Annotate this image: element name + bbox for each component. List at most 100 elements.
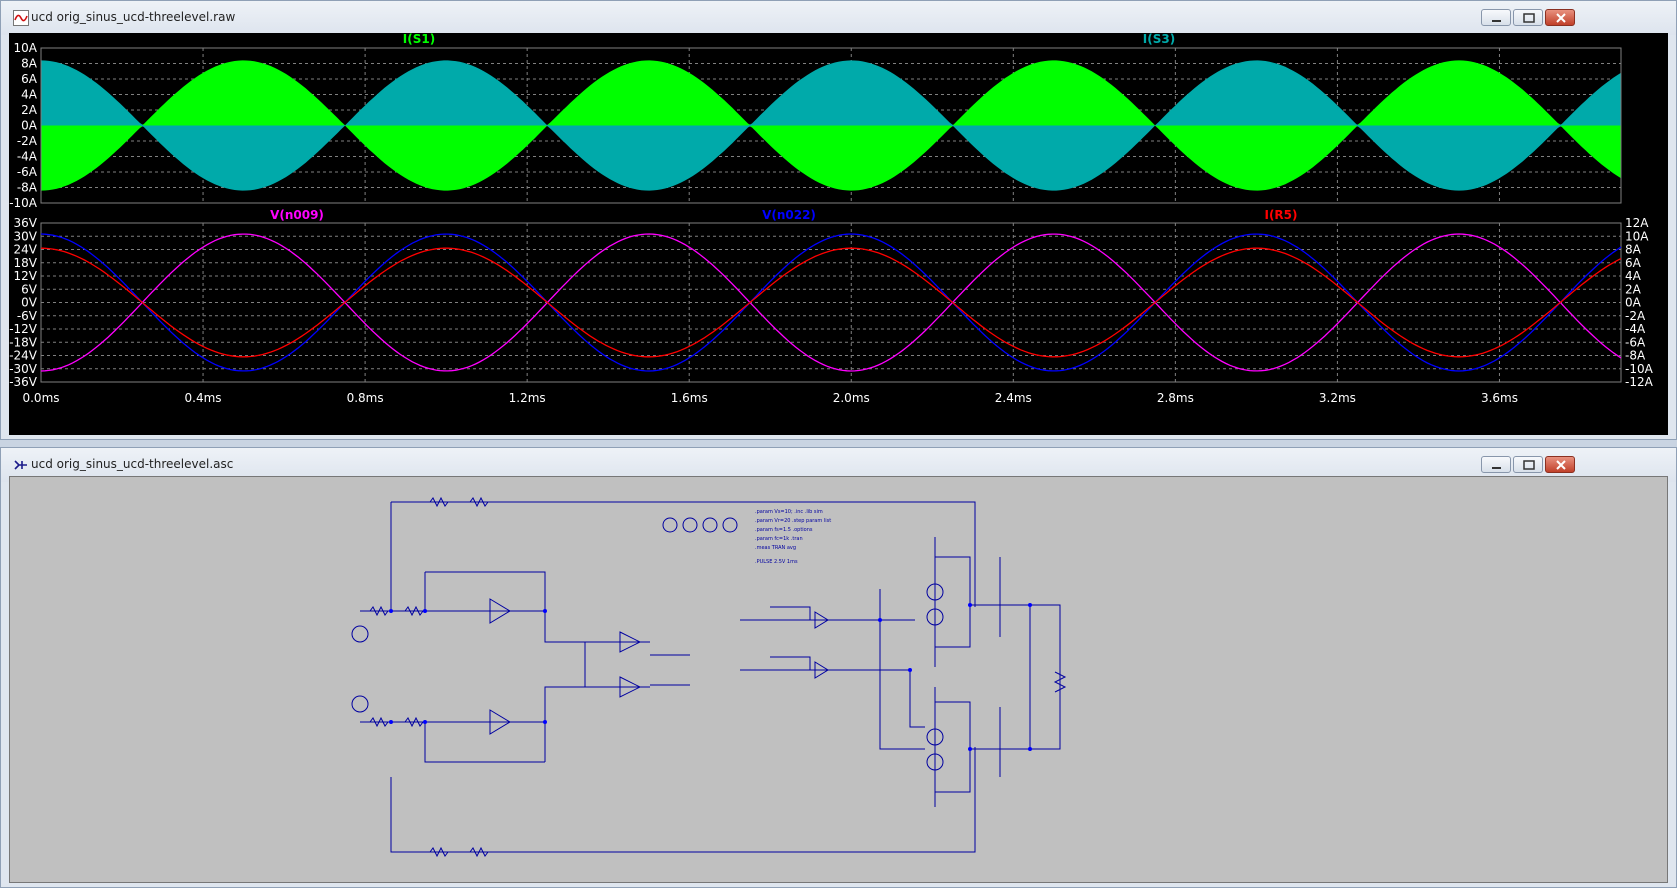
y-tick-label-right: 8A [1625, 243, 1642, 257]
close-button[interactable] [1545, 9, 1575, 26]
y-tick-label: -24V [9, 349, 38, 363]
x-tick-label: 1.2ms [509, 391, 546, 405]
y-tick-label-right: -12A [1625, 375, 1654, 389]
series-I-S1-lower [41, 125, 1621, 191]
plot-titlebar[interactable]: ucd orig_sinus_ucd-threelevel.raw [1, 1, 1676, 35]
y-tick-label: -30V [9, 362, 38, 376]
mosfet [926, 753, 944, 771]
wire [999, 557, 1031, 777]
wire [650, 654, 690, 686]
resistor [369, 716, 424, 728]
series-I-R5 [40, 247, 1622, 358]
y-tick-label: -36V [9, 375, 38, 389]
y-tick-label: 24V [14, 243, 38, 257]
wire [879, 589, 925, 750]
y-tick-label: -6A [17, 165, 38, 179]
y-tick-label-right: 6A [1625, 256, 1642, 270]
y-tick-label: 12V [14, 269, 38, 283]
wire [360, 610, 610, 643]
x-tick-label: 0.4ms [185, 391, 222, 405]
y-tick-label-right: 12A [1625, 216, 1649, 230]
y-tick-label-right: 4A [1625, 269, 1642, 283]
y-tick-label-right: 10A [1625, 229, 1649, 243]
wire [390, 747, 976, 853]
y-tick-label: -4A [17, 150, 38, 164]
wire [740, 619, 910, 671]
mosfet [926, 583, 944, 601]
wire [424, 721, 546, 763]
y-tick-label: 18V [14, 256, 38, 270]
x-tick-label: 2.4ms [995, 391, 1032, 405]
y-tick-label: 6A [21, 72, 38, 86]
close-icon [1556, 460, 1566, 470]
y-tick-label: -8A [17, 181, 38, 195]
resistor [429, 846, 489, 858]
y-tick-label: 6V [21, 282, 38, 296]
mosfet [926, 608, 944, 626]
x-tick-label: 2.0ms [833, 391, 870, 405]
y-tick-label-right: -6A [1625, 335, 1646, 349]
y-tick-label: -2A [17, 134, 38, 148]
y-tick-label: 10A [14, 41, 38, 55]
svg-text:.param fs=1.5 .options: .param fs=1.5 .options [755, 527, 813, 533]
y-tick-label: 0V [21, 296, 38, 310]
wire [424, 571, 546, 612]
y-tick-label: 8A [21, 57, 38, 71]
y-tick-label-right: -4A [1625, 322, 1646, 336]
comparator [619, 631, 642, 698]
driver [814, 611, 829, 679]
svg-text:.param Vs=10; .inc .lib sim: .param Vs=10; .inc .lib sim [755, 509, 823, 515]
trace-label: I(S1) [403, 33, 435, 46]
svg-text:.PULSE 2.5V 1ms: .PULSE 2.5V 1ms [755, 559, 798, 565]
y-tick-label-right: -8A [1625, 349, 1646, 363]
series-I-S1-upper [41, 60, 1621, 126]
y-tick-label: 2A [21, 103, 38, 117]
mosfet [926, 728, 944, 746]
minimize-button[interactable] [1481, 456, 1511, 473]
schematic-drawing[interactable]: .param Vs=10; .inc .lib sim .param Vr=20… [10, 477, 1667, 882]
wire [584, 641, 650, 688]
x-tick-label: 3.6ms [1481, 391, 1518, 405]
maximize-icon [1523, 13, 1535, 23]
x-tick-label: 3.2ms [1319, 391, 1356, 405]
close-button[interactable] [1545, 456, 1575, 473]
schematic-canvas[interactable]: .param Vs=10; .inc .lib sim .param Vr=20… [9, 476, 1668, 883]
series-I-S3-lower [41, 125, 1621, 191]
trace-label: I(S3) [1143, 33, 1175, 46]
minimize-button[interactable] [1481, 9, 1511, 26]
x-tick-label: 0.0ms [22, 391, 59, 405]
maximize-button[interactable] [1513, 456, 1543, 473]
y-tick-label: 30V [14, 229, 38, 243]
waveform-icon [13, 10, 29, 26]
y-tick-label-right: -10A [1625, 362, 1654, 376]
schematic-editor-window[interactable]: ucd orig_sinus_ucd-threelevel.asc [0, 447, 1677, 888]
resistor [429, 496, 489, 508]
x-tick-label: 0.8ms [347, 391, 384, 405]
pane1-frame [40, 47, 1622, 204]
close-icon [1556, 13, 1566, 23]
series-I-S3-upper [41, 60, 1621, 126]
trace-label: V(n022) [762, 208, 816, 222]
voltage-source [351, 695, 369, 713]
plot-window-title: ucd orig_sinus_ucd-threelevel.raw [31, 10, 236, 24]
trace-label: V(n009) [270, 208, 324, 222]
voltage-source [662, 517, 678, 533]
x-tick-label: 1.6ms [671, 391, 708, 405]
minimize-icon [1492, 20, 1501, 22]
trace-label: I(R5) [1264, 208, 1297, 222]
y-tick-label: -10A [9, 196, 38, 210]
svg-text:.param fc=1k .tran: .param fc=1k .tran [755, 536, 803, 542]
minimize-icon [1492, 467, 1501, 469]
wire [935, 556, 971, 793]
wire [360, 686, 610, 723]
svg-text:.param Vr=20 .step param list: .param Vr=20 .step param list [755, 518, 831, 524]
schematic-window-title: ucd orig_sinus_ucd-threelevel.asc [31, 457, 234, 471]
voltage-source [682, 517, 698, 533]
load-resistor [1053, 671, 1067, 693]
y-tick-label-right: 2A [1625, 282, 1642, 296]
x-tick-label: 2.8ms [1157, 391, 1194, 405]
maximize-button[interactable] [1513, 9, 1543, 26]
